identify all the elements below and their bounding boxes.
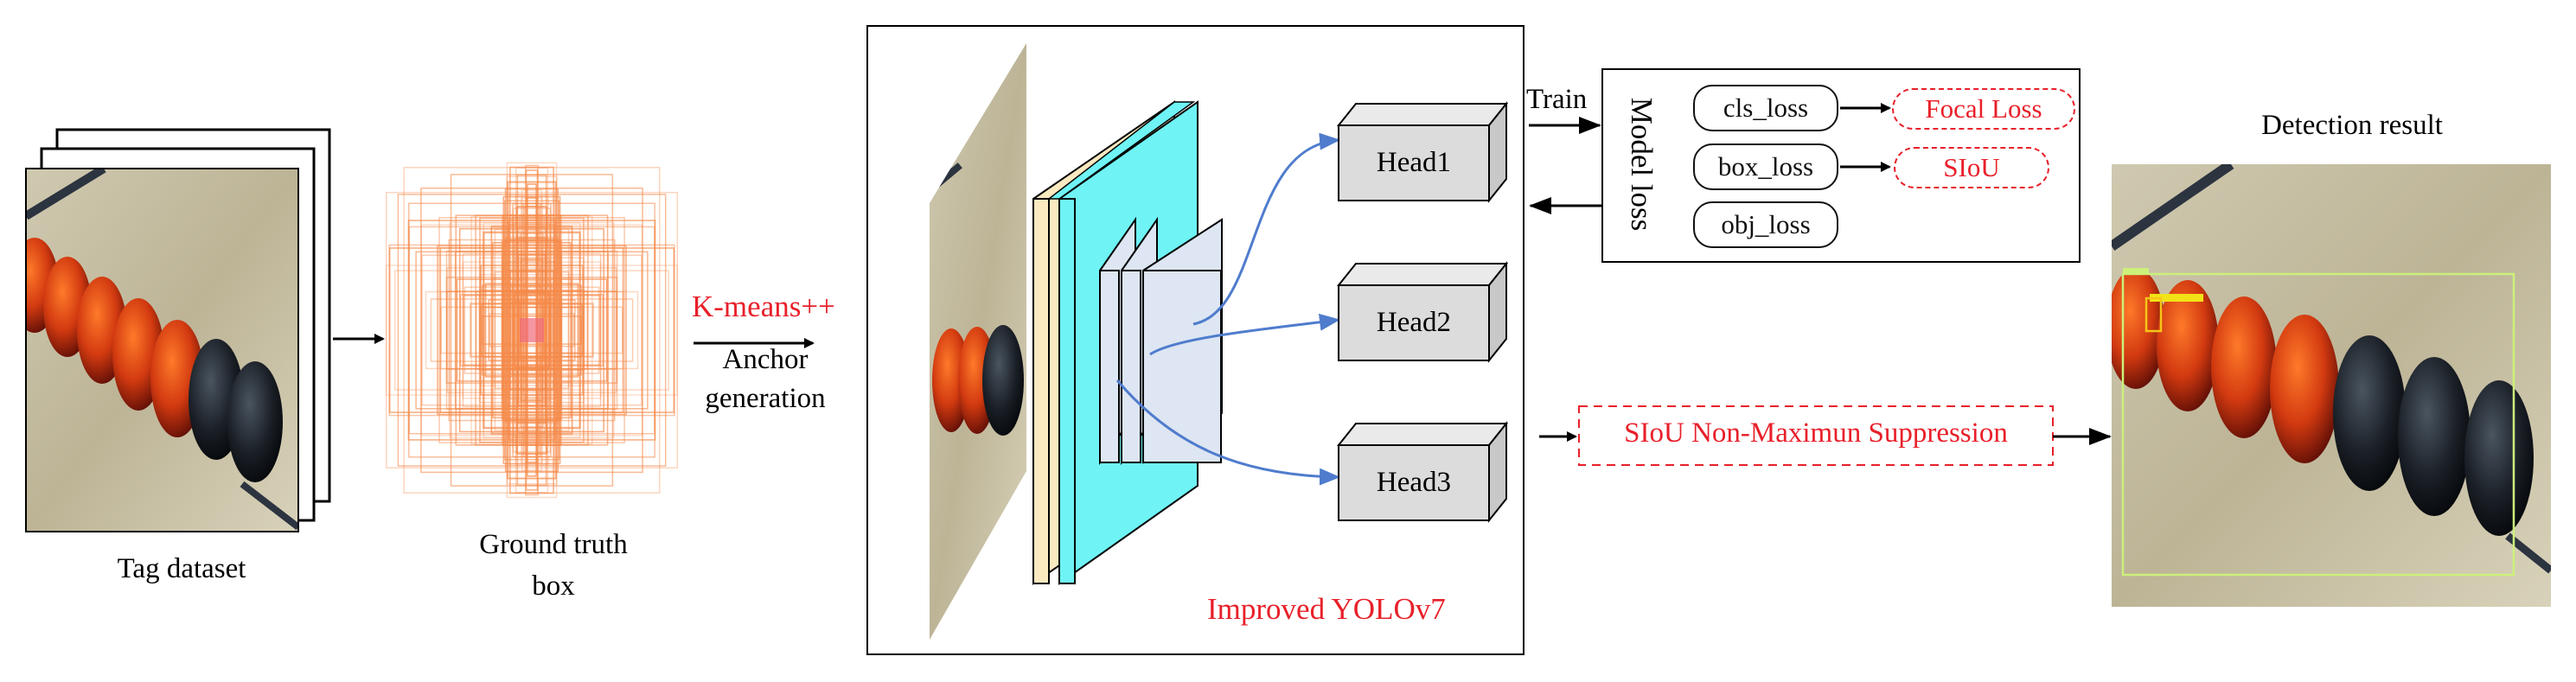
- anchor-box: [448, 239, 616, 422]
- box-loss-pill: box_loss: [1693, 143, 1838, 190]
- anchor-box: [397, 194, 667, 467]
- anchor-box: [388, 244, 675, 417]
- head3-label: Head3: [1376, 467, 1452, 498]
- anchor-box: [478, 289, 585, 372]
- nms-label: SIoU Non-Maximun Suppression: [1624, 417, 2008, 449]
- anchor-box: [506, 162, 558, 499]
- arrow-to-head1: [1192, 132, 1340, 326]
- anchor-box: [403, 167, 661, 494]
- head2-label: Head2: [1376, 307, 1452, 338]
- detection-result-caption: Detection result: [2261, 110, 2443, 141]
- arrow-to-head3: [1115, 379, 1340, 486]
- anchor-box: [458, 227, 604, 433]
- anchor-box: [408, 202, 655, 458]
- anchor-box: [445, 277, 618, 384]
- anchor-box: [480, 265, 584, 396]
- anchor-box: [504, 200, 560, 461]
- anchor-box: [508, 224, 555, 437]
- anchor-box: [515, 167, 549, 494]
- head1-label: Head1: [1376, 147, 1452, 178]
- head3-box: [1336, 421, 1509, 523]
- anchor-box: [504, 188, 559, 473]
- anchor-box: [483, 306, 580, 354]
- tag-dataset-caption: Tag dataset: [117, 553, 246, 584]
- anchor-box: [450, 174, 614, 487]
- ground-truth-caption-line1: Ground truth: [479, 529, 628, 560]
- obj-loss-pill: obj_loss: [1693, 201, 1838, 248]
- anchor-box: [483, 221, 581, 439]
- anchor-box: [439, 247, 624, 413]
- anchor-box: [479, 274, 585, 386]
- feature-block-stack: [1099, 216, 1223, 466]
- anchor-box: [517, 254, 547, 407]
- nms-frame: [1578, 405, 2054, 466]
- train-label: Train: [1526, 84, 1588, 115]
- anchor-box: [501, 301, 563, 360]
- anchor-box: [494, 271, 570, 389]
- model-loss-label: Model loss: [1625, 97, 1659, 232]
- cls-loss-pill: cls_loss: [1693, 85, 1838, 131]
- anchor-box: [459, 294, 604, 366]
- anchor-box: [490, 225, 573, 436]
- anchor-box: [494, 228, 570, 432]
- anchor-box: [492, 241, 572, 419]
- improved-yolov7-caption: Improved YOLOv7: [1207, 592, 1446, 626]
- anchor-box: [507, 181, 557, 480]
- anchor-box: [481, 303, 583, 358]
- input-photo: [26, 169, 298, 532]
- focal-loss-pill: Focal Loss: [1892, 88, 2075, 130]
- anchor-box: [455, 214, 609, 446]
- anchor-box: [483, 231, 581, 430]
- anchor-box: [430, 298, 634, 362]
- anchor-generation-line1: Anchor: [722, 344, 809, 375]
- arrow-to-head2: [1149, 313, 1340, 356]
- anchor-box: [385, 191, 679, 468]
- ground-truth-boxes: [385, 162, 679, 499]
- kmeans-label: K-means++: [692, 290, 835, 323]
- anchor-box: [484, 283, 579, 378]
- anchor-box: [386, 265, 678, 396]
- anchor-box: [463, 295, 601, 366]
- anchor-box: [518, 215, 546, 445]
- anchor-box: [513, 292, 551, 368]
- anchor-box: [463, 286, 600, 374]
- anchor-box: [519, 299, 545, 361]
- anchor-box: [393, 270, 670, 391]
- tag-dataset-stack: [25, 128, 331, 532]
- anchor-box: [489, 313, 575, 347]
- detection-result-image: [2112, 164, 2551, 607]
- anchor-center-mark: [520, 318, 544, 342]
- anchor-generation-line2: generation: [705, 383, 826, 414]
- ground-truth-caption-line2: box: [532, 570, 575, 602]
- anchor-box: [456, 278, 608, 382]
- anchor-box: [420, 187, 643, 474]
- anchor-box: [470, 303, 594, 358]
- head2-box: [1336, 261, 1509, 363]
- anchor-box: [437, 245, 627, 416]
- anchor-box: [506, 221, 558, 439]
- anchor-box: [509, 166, 554, 494]
- head1-box: [1336, 101, 1509, 203]
- siou-pill: SIoU: [1894, 147, 2049, 188]
- anchor-box: [512, 302, 552, 359]
